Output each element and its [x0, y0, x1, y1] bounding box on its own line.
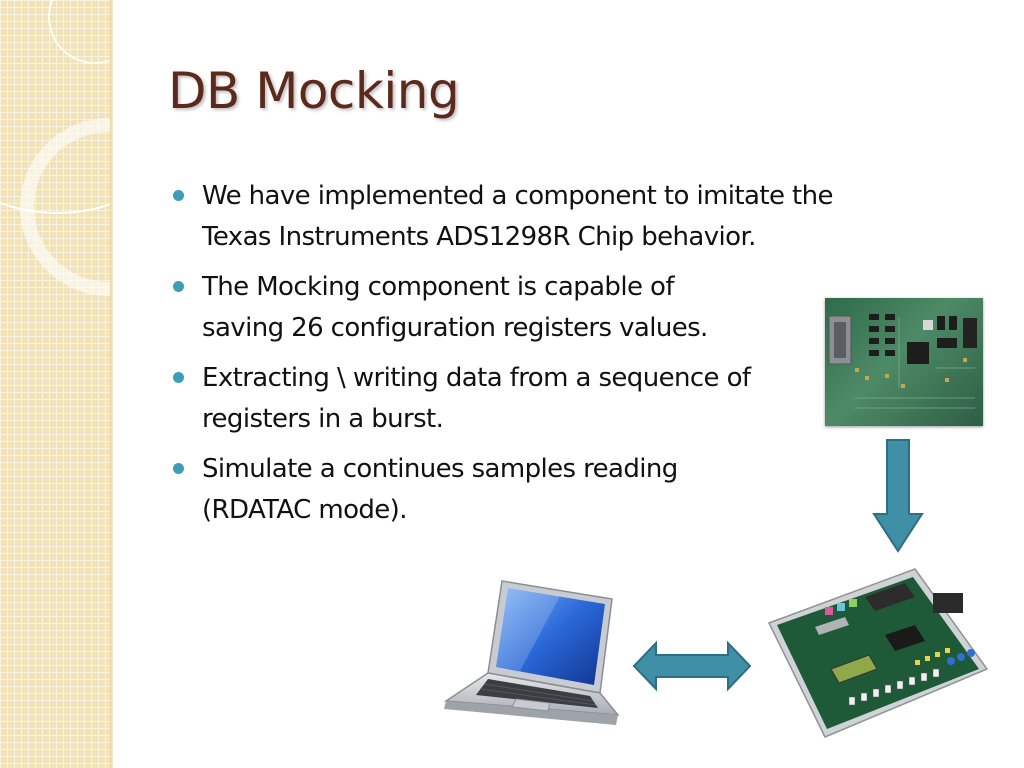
bullet-text: Simulate a continues samples reading (RD… [202, 454, 678, 525]
bullet-text: Extracting \ writing data from a sequenc… [202, 363, 751, 434]
bullet-marker [173, 372, 184, 383]
bullet-item: The Mocking component is capable of savi… [170, 267, 930, 349]
double-arrow-icon [632, 640, 752, 696]
laptop-image [440, 575, 620, 749]
bullet-marker [173, 281, 184, 292]
bullet-list: We have implemented a component to imita… [170, 176, 930, 540]
arrow-down-icon [872, 438, 924, 558]
bullet-item: Extracting \ writing data from a sequenc… [170, 358, 930, 440]
bullet-text: We have implemented a component to imita… [202, 181, 833, 252]
bullet-marker [173, 463, 184, 474]
fpga-board-image [765, 565, 990, 744]
bullet-text: The Mocking component is capable of savi… [202, 272, 708, 343]
ads1298r-board-image [825, 298, 983, 426]
slide-title: DB Mocking [168, 62, 460, 120]
bullet-item: Simulate a continues samples reading (RD… [170, 449, 930, 531]
bullet-marker [173, 190, 184, 201]
bullet-item: We have implemented a component to imita… [170, 176, 930, 258]
decorative-side-band [0, 0, 113, 768]
